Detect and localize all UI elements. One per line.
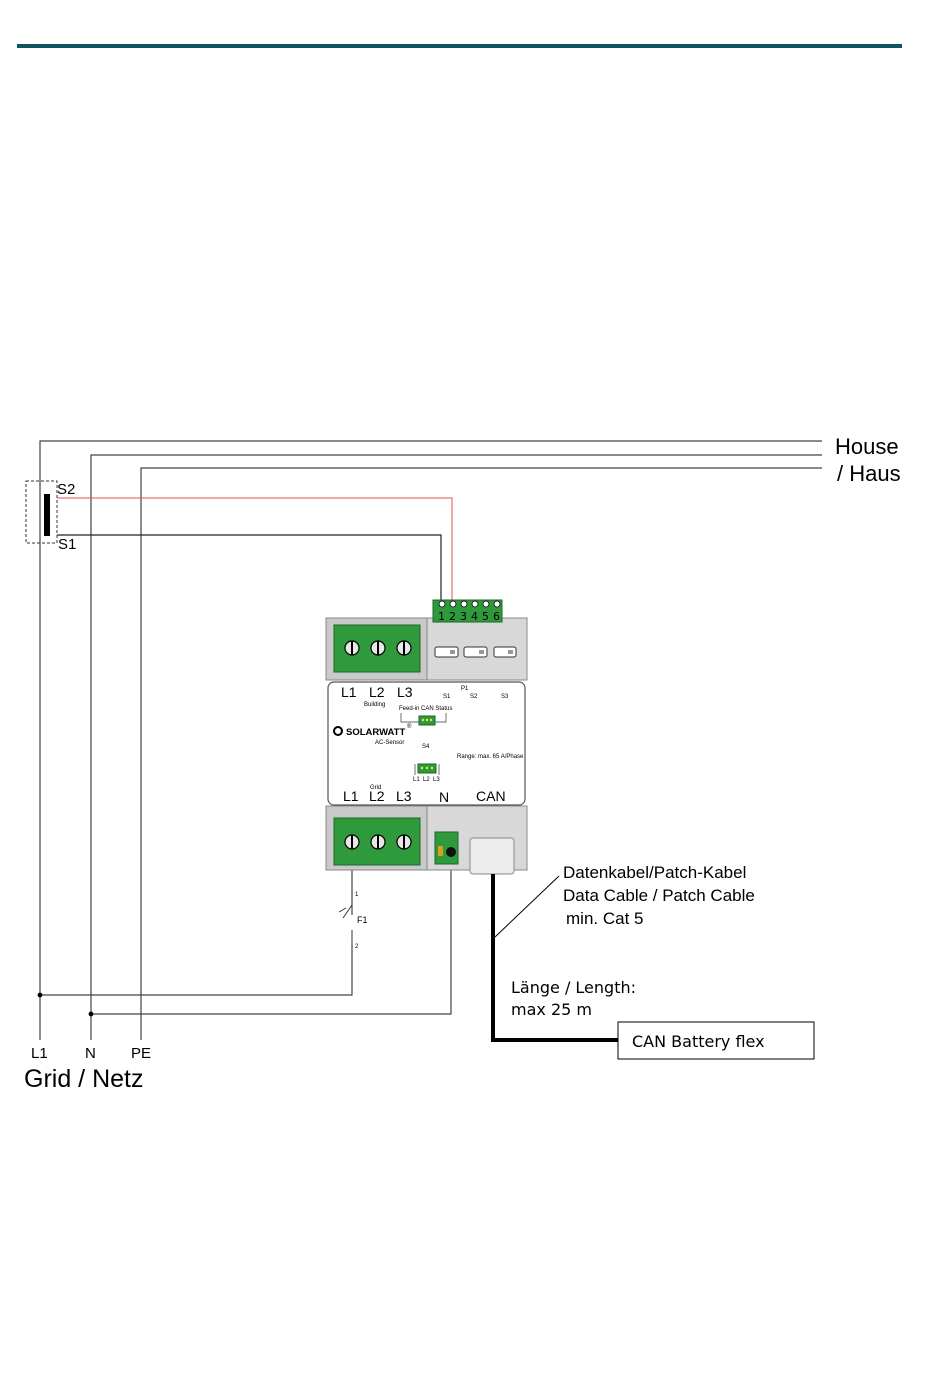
small-l1: L1 bbox=[413, 777, 420, 783]
svg-text:4: 4 bbox=[471, 610, 478, 623]
bottom-label-l2: L2 bbox=[369, 788, 385, 804]
feed-in-label: Feed-in CAN Status bbox=[399, 706, 452, 712]
top-label-l3: L3 bbox=[397, 684, 413, 700]
range-label: Range: max. 65 A/Phase bbox=[457, 754, 524, 760]
length-label-2: max 25 m bbox=[511, 1000, 592, 1019]
wire-s1 bbox=[57, 535, 441, 602]
small-l2: L2 bbox=[423, 777, 430, 783]
wire-f1-out bbox=[40, 945, 352, 995]
junction-l1 bbox=[38, 993, 43, 998]
top-label-l2: L2 bbox=[369, 684, 385, 700]
fuse-pin1: 1 bbox=[355, 892, 359, 898]
length-label-1: Länge / Length: bbox=[511, 978, 636, 997]
cable-callout-line bbox=[495, 876, 559, 937]
svg-text:1: 1 bbox=[438, 610, 445, 623]
ct-label-s2: S2 bbox=[57, 481, 75, 498]
svg-text:5: 5 bbox=[482, 610, 489, 623]
svg-text:3: 3 bbox=[460, 610, 467, 623]
svg-text:6: 6 bbox=[493, 610, 500, 623]
battery-label: CAN Battery flex bbox=[632, 1032, 765, 1051]
grid-label-n: N bbox=[85, 1045, 96, 1062]
house-label: House bbox=[835, 434, 899, 459]
ct-label-s1: S1 bbox=[58, 536, 76, 553]
fuse-f1 bbox=[339, 905, 352, 945]
fuse-label: F1 bbox=[357, 915, 368, 925]
s3-switch-label: S3 bbox=[501, 694, 509, 700]
cable-label-3: min. Cat 5 bbox=[566, 909, 643, 928]
grid-label-pe: PE bbox=[131, 1045, 151, 1062]
svg-text:®: ® bbox=[407, 723, 412, 730]
grid-netz-label: Grid / Netz bbox=[24, 1065, 143, 1093]
cable-label-2: Data Cable / Patch Cable bbox=[563, 886, 755, 905]
top-label-l1: L1 bbox=[341, 684, 357, 700]
ct-dashed-box bbox=[26, 481, 57, 543]
fuse-pin2: 2 bbox=[355, 944, 359, 950]
junction-n bbox=[89, 1012, 94, 1017]
bottom-label-can: CAN bbox=[476, 788, 506, 804]
bottom-label-l3: L3 bbox=[396, 788, 412, 804]
cable-label-1: Datenkabel/Patch-Kabel bbox=[563, 863, 746, 882]
bottom-label-l1: L1 bbox=[343, 788, 359, 804]
s1-switch-label: S1 bbox=[443, 694, 451, 700]
s4-label: S4 bbox=[422, 744, 430, 750]
can-port bbox=[470, 838, 514, 874]
wire-n-device bbox=[91, 852, 451, 1014]
p1-label: P1 bbox=[461, 686, 469, 692]
brand-name: SOLARWATT bbox=[346, 727, 405, 738]
grid-label-l1: L1 bbox=[31, 1045, 48, 1062]
wire-s2 bbox=[57, 498, 452, 602]
model-name: AC-Sensor bbox=[375, 740, 404, 746]
bottom-label-n: N bbox=[439, 789, 449, 805]
ac-sensor-device: 1 2 3 4 5 6 L1 L2 L3 Building S1 P1 S2 S… bbox=[326, 600, 527, 874]
haus-label: / Haus bbox=[837, 461, 901, 486]
s2-switch-label: S2 bbox=[470, 694, 478, 700]
svg-text:2: 2 bbox=[449, 610, 456, 623]
ct-core bbox=[44, 494, 50, 536]
dip-switches bbox=[435, 647, 516, 657]
building-label: Building bbox=[364, 702, 385, 708]
small-l3: L3 bbox=[433, 777, 440, 783]
